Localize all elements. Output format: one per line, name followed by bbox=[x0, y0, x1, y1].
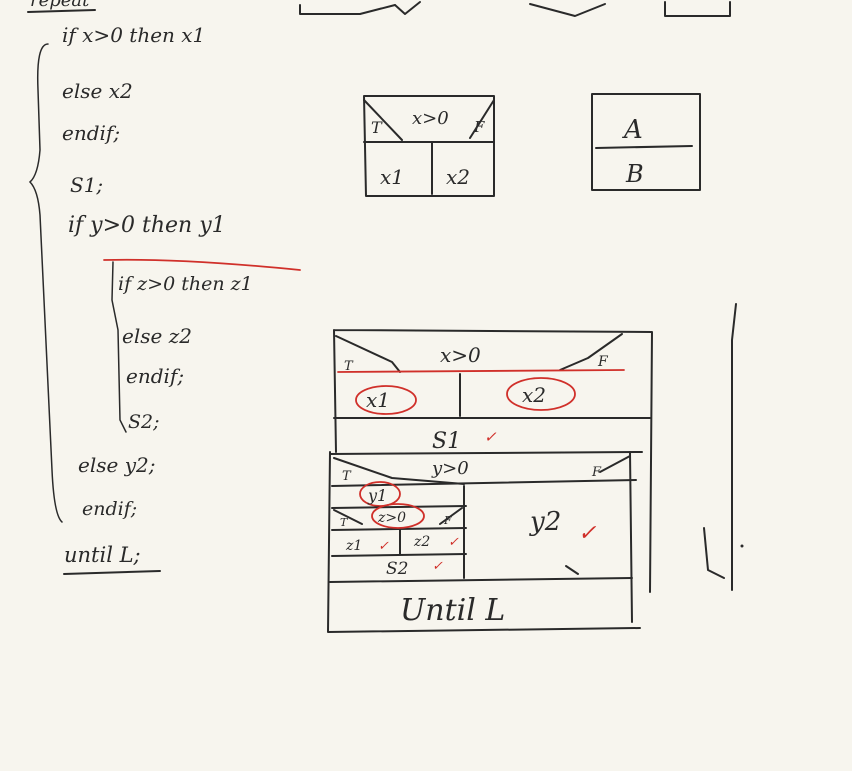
check-mark: ✓ bbox=[432, 559, 443, 574]
nsd-f3: F bbox=[443, 514, 452, 527]
top-sketches bbox=[299, 1, 731, 17]
nsd-f1: F bbox=[597, 354, 609, 370]
seq-top: A bbox=[622, 115, 643, 145]
check-mark: ✓ bbox=[578, 521, 597, 546]
nsd-x2: x2 bbox=[522, 383, 546, 407]
code-line: endif; bbox=[62, 121, 120, 145]
small-if-right: x2 bbox=[446, 165, 470, 189]
nsd-cond3: z>0 bbox=[377, 510, 406, 526]
check-mark: ✓ bbox=[378, 539, 389, 554]
nsd-t1: T bbox=[344, 359, 354, 374]
loop-sketch bbox=[703, 303, 744, 591]
nsd-cond2: y>0 bbox=[431, 458, 469, 479]
nsd-z1: z1 bbox=[345, 538, 362, 554]
small-if-box: T x>0 F x1 x2 bbox=[363, 95, 495, 197]
small-if-condition: x>0 bbox=[412, 108, 449, 129]
seq-bottom: B bbox=[625, 160, 644, 188]
code-line: else x2 bbox=[62, 79, 133, 103]
code-line: if y>0 then y1 bbox=[68, 213, 226, 238]
check-mark: ✓ bbox=[484, 428, 497, 446]
nsd-t3: T bbox=[340, 516, 349, 529]
nsd-y1: y1 bbox=[367, 486, 387, 505]
small-if-left: x1 bbox=[380, 165, 404, 189]
code-line: until L; bbox=[64, 543, 141, 567]
nsd-until: Until L bbox=[400, 593, 505, 628]
nsd-s2: S2 bbox=[386, 559, 408, 579]
nsd-y2: y2 bbox=[529, 507, 561, 537]
code-line: if z>0 then z1 bbox=[118, 273, 253, 295]
code-line: endif; bbox=[126, 364, 184, 388]
code-line: S1; bbox=[70, 173, 103, 197]
code-header: repeat bbox=[30, 0, 90, 11]
small-if-true: T bbox=[371, 118, 383, 137]
code-line: S2; bbox=[128, 411, 160, 433]
nsd-s1: S1 bbox=[432, 429, 461, 454]
small-if-false: F bbox=[473, 118, 485, 136]
nsd-f2: F bbox=[591, 465, 602, 480]
repeat-brace bbox=[28, 43, 63, 523]
nsd-cond1: x>0 bbox=[440, 343, 481, 367]
code-line: if x>0 then x1 bbox=[62, 23, 205, 47]
code-line: else z2 bbox=[122, 324, 192, 348]
nsd-t2: T bbox=[342, 469, 352, 484]
sequence-box: A B bbox=[591, 93, 701, 191]
code-line: endif; bbox=[82, 498, 137, 520]
code-line: else y2; bbox=[78, 453, 155, 477]
nsd-z2: z2 bbox=[413, 534, 430, 550]
pseudo-code: repeat if x>0 then x1 else x2 endif; S1;… bbox=[27, 0, 301, 575]
nsd-x1: x1 bbox=[366, 388, 390, 412]
ns-diagram: T x>0 F x1 x2 S1 ✓ T y>0 F y1 T z>0 F bbox=[327, 329, 653, 633]
check-mark: ✓ bbox=[448, 535, 459, 550]
